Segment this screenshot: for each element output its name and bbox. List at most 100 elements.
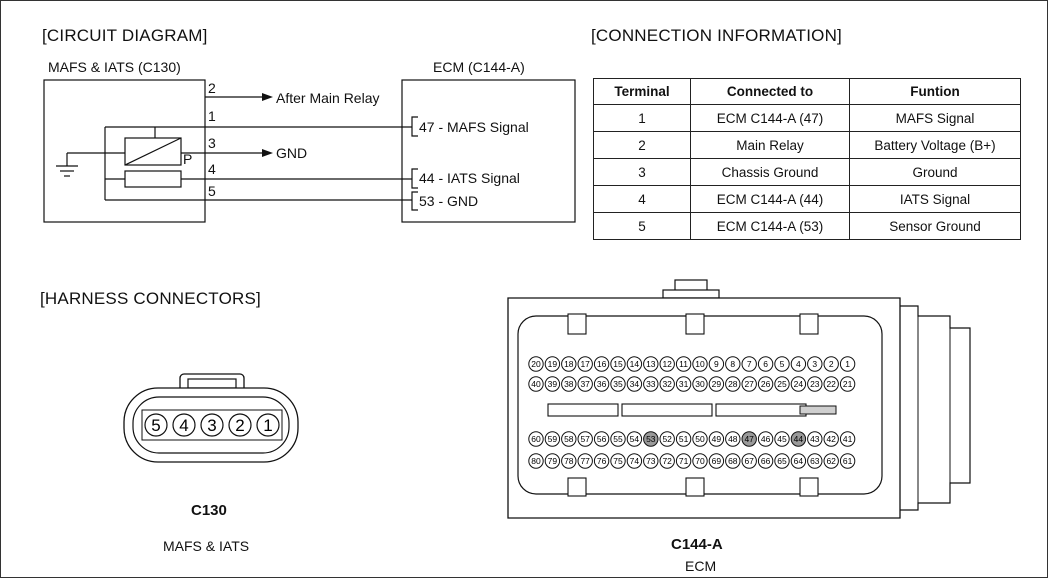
pin-2-label: 2 — [208, 80, 216, 96]
cell-connected-to: ECM C144-A (53) — [690, 212, 850, 240]
ecm-pin — [741, 453, 757, 469]
ecm-pin-label: 33 — [646, 379, 656, 389]
ecm-pin-label: 34 — [630, 379, 640, 389]
ecm-pin-label: 75 — [613, 456, 623, 466]
ecm-pin-label: 9 — [714, 359, 719, 369]
sensor-label: MAFS & IATS (C130) — [48, 59, 181, 75]
ecm-pin — [839, 376, 856, 392]
harness-connectors-heading: [HARNESS CONNECTORS] — [40, 289, 261, 308]
circuit-diagram-heading: [CIRCUIT DIAGRAM] — [42, 26, 208, 45]
ecm-connector-name: C144-A — [671, 536, 723, 553]
ecm-pin — [643, 376, 659, 392]
ecm-pin-label: 24 — [794, 379, 804, 389]
ecm-pin — [823, 431, 839, 447]
ecm-pin-label: 4 — [796, 359, 801, 369]
c130-pin — [144, 413, 168, 437]
ecm-pin-label: 59 — [548, 434, 558, 444]
ecm-label: ECM (C144-A) — [433, 59, 525, 75]
ecm-pin — [659, 356, 675, 372]
ecm-pin-label: 22 — [826, 379, 836, 389]
header-terminal: Terminal — [593, 78, 691, 105]
ecm-pin-label: 19 — [548, 359, 558, 369]
ecm-pin-label: 1 — [845, 359, 850, 369]
ecm-pin — [774, 376, 790, 392]
c130-pin-label: 4 — [179, 416, 188, 435]
ecm-pin — [610, 356, 626, 372]
ecm-pin — [708, 376, 725, 392]
cell-terminal: 1 — [593, 104, 691, 132]
ecm-pin-label: 13 — [646, 359, 656, 369]
ecm-pin — [692, 453, 708, 469]
ecm-pin-label: 72 — [662, 456, 672, 466]
cell-terminal: 3 — [593, 158, 691, 186]
ecm-pin-label: 50 — [695, 434, 705, 444]
ecm-pin — [610, 376, 626, 392]
ecm-pin — [725, 376, 741, 392]
ecm-pin — [643, 453, 659, 469]
ecm-pin — [692, 431, 708, 447]
ecm-pin — [807, 376, 823, 392]
ecm-pin-label: 6 — [763, 359, 768, 369]
cell-function: MAFS Signal — [849, 104, 1021, 132]
ecm-pin-label: 26 — [761, 379, 771, 389]
ecm-pin-label: 18 — [564, 359, 574, 369]
arrow-icon — [262, 93, 273, 101]
table-row: 3 Chassis Ground Ground — [593, 158, 1021, 186]
ecm-pin — [577, 453, 593, 469]
ecm-pin-label: 12 — [662, 359, 672, 369]
iats-element — [124, 170, 182, 188]
ecm-pin — [675, 356, 692, 372]
ecm-pin — [528, 376, 544, 392]
ecm-pin-label: 70 — [695, 456, 705, 466]
ecm-pin — [839, 431, 856, 447]
ecm-pin-label: 3 — [812, 359, 817, 369]
ecm-pin-label: 48 — [728, 434, 738, 444]
ecm-pin-label: 78 — [564, 456, 574, 466]
ecm-pin-label: 27 — [744, 379, 754, 389]
ecm-pin-label: 61 — [843, 456, 853, 466]
ecm-pin — [708, 453, 725, 469]
ecm-pin-label: 11 — [679, 359, 688, 369]
ecm-pin — [708, 356, 725, 372]
mafs-signal-label: 47 - MAFS Signal — [419, 119, 529, 135]
ecm-pin-label: 77 — [580, 456, 590, 466]
ecm-pin-label: 37 — [580, 379, 590, 389]
ecm-pin — [790, 376, 807, 392]
ecm-pin — [790, 431, 807, 447]
gnd-53-label: 53 - GND — [419, 193, 479, 209]
ecm-pin-label: 66 — [761, 456, 771, 466]
ecm-pin — [790, 356, 807, 372]
after-main-relay-label: After Main Relay — [276, 90, 380, 106]
ecm-pin — [725, 453, 741, 469]
ecm-pin — [823, 356, 839, 372]
cell-function: Battery Voltage (B+) — [849, 131, 1021, 159]
table-row: 2 Main Relay Battery Voltage (B+) — [593, 131, 1021, 159]
cell-function: Ground — [849, 158, 1021, 186]
ecm-pin — [544, 453, 561, 469]
ecm-pin — [528, 431, 544, 447]
ecm-pin — [839, 453, 856, 469]
ecm-pin-label: 40 — [531, 379, 541, 389]
ecm-pin-label: 15 — [613, 359, 623, 369]
ecm-pin — [561, 376, 577, 392]
ecm-pin — [692, 356, 708, 372]
connection-table: Terminal Connected to Funtion 1 ECM C144… — [593, 78, 1021, 240]
ecm-pin-label: 65 — [777, 456, 787, 466]
ecm-pin-label: 52 — [662, 434, 672, 444]
ecm-pin-label: 43 — [810, 434, 820, 444]
cell-connected-to: Main Relay — [690, 131, 850, 159]
sensor-box — [43, 79, 206, 223]
cell-connected-to: Chassis Ground — [690, 158, 850, 186]
ecm-pin-label: 7 — [747, 359, 752, 369]
ecm-pin-label: 39 — [548, 379, 558, 389]
circuit-wiring — [43, 79, 576, 223]
ecm-pin — [692, 376, 708, 392]
ecm-pin-label: 41 — [843, 434, 853, 444]
c130-pin — [172, 413, 196, 437]
ecm-pin-label: 32 — [662, 379, 672, 389]
ecm-pin — [626, 356, 643, 372]
header-function: Funtion — [849, 78, 1021, 105]
ecm-pin — [544, 356, 561, 372]
